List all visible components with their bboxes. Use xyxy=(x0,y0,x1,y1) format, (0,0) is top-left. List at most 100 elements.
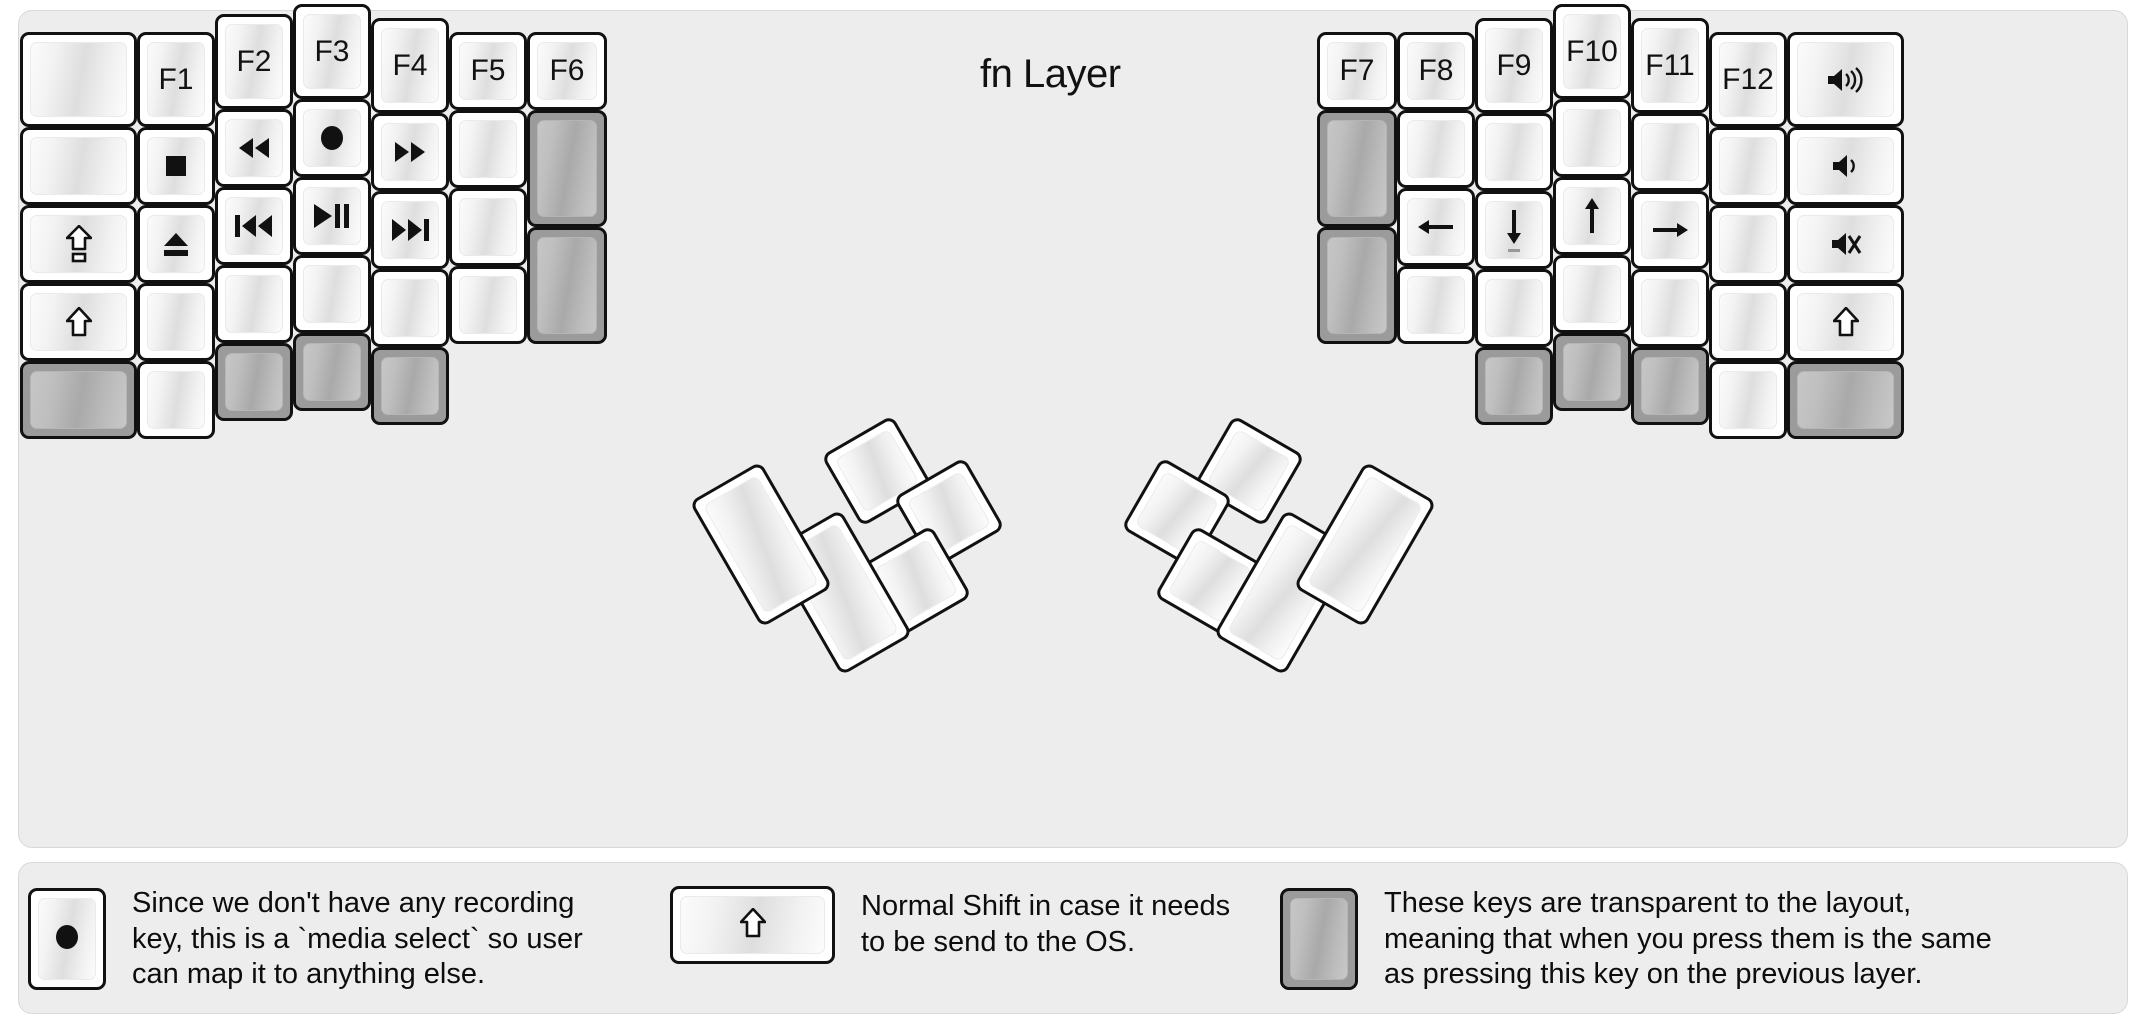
keycap-surface xyxy=(225,197,283,255)
right-col-ring-key-2[interactable] xyxy=(1631,113,1709,191)
keycap-surface xyxy=(1719,42,1777,117)
left-col-pinky-key-3[interactable] xyxy=(137,205,215,283)
legend-note-1-sample-key xyxy=(28,888,106,991)
right-col-pinky-outer-key-2[interactable] xyxy=(1787,127,1904,205)
keycap-surface xyxy=(1563,343,1621,401)
right-col-middle-key-3[interactable] xyxy=(1553,177,1631,255)
right-col-index-key-2[interactable] xyxy=(1475,113,1553,191)
left-col-index-key-5[interactable] xyxy=(371,347,449,425)
left-col-index-key-1[interactable]: F4 xyxy=(371,18,449,113)
keycap-surface xyxy=(1485,201,1543,259)
left-col-middle-key-5[interactable] xyxy=(293,333,371,411)
right-col-ring-key-3[interactable] xyxy=(1631,191,1709,269)
right-col-middle-key-5[interactable] xyxy=(1553,333,1631,411)
keycap-surface xyxy=(459,42,517,100)
left-col-inner-extra-key-3[interactable] xyxy=(527,227,607,344)
right-col-pinky-key-4[interactable] xyxy=(1709,283,1787,361)
left-col-pinky-key-1[interactable]: F1 xyxy=(137,32,215,127)
left-col-pinky-outer-key-1[interactable] xyxy=(20,32,137,127)
right-col-index-key-5[interactable] xyxy=(1475,347,1553,425)
keycap-surface xyxy=(1407,198,1465,256)
keycap-surface xyxy=(459,120,517,178)
right-col-inner-key-2[interactable] xyxy=(1397,110,1475,188)
left-col-inner-key-1[interactable]: F5 xyxy=(449,32,527,110)
left-col-ring-key-1[interactable]: F2 xyxy=(215,14,293,109)
keycap-surface xyxy=(1485,28,1543,103)
keycap-surface xyxy=(1641,201,1699,259)
keycap-surface xyxy=(147,371,205,429)
keycap-surface xyxy=(1290,898,1348,981)
record-circle-icon xyxy=(53,923,81,956)
left-col-pinky-outer-key-2[interactable] xyxy=(20,127,137,205)
right-col-middle-key-4[interactable] xyxy=(1553,255,1631,333)
keycap-surface xyxy=(30,42,127,117)
right-col-middle-key-1[interactable]: F10 xyxy=(1553,4,1631,99)
right-col-pinky-outer-key-3[interactable] xyxy=(1787,205,1904,283)
left-col-pinky-key-5[interactable] xyxy=(137,361,215,439)
keycap-surface xyxy=(1719,371,1777,429)
right-col-pinky-outer-key-4[interactable] xyxy=(1787,283,1904,361)
right-col-index-key-3[interactable] xyxy=(1475,191,1553,269)
left-col-middle-key-4[interactable] xyxy=(293,255,371,333)
left-col-pinky-outer-key-3[interactable] xyxy=(20,205,137,283)
keycap-surface xyxy=(1797,42,1894,117)
keycap-surface xyxy=(537,237,597,334)
right-col-pinky-outer-key-1[interactable] xyxy=(1787,32,1904,127)
left-col-middle-key-2[interactable] xyxy=(293,99,371,177)
right-col-middle-key-2[interactable] xyxy=(1553,99,1631,177)
right-col-index-key-4[interactable] xyxy=(1475,269,1553,347)
left-col-inner-key-2[interactable] xyxy=(449,110,527,188)
keycap-surface xyxy=(1563,109,1621,167)
left-col-ring-key-3[interactable] xyxy=(215,187,293,265)
left-col-pinky-key-4[interactable] xyxy=(137,283,215,361)
keycap-surface xyxy=(1563,265,1621,323)
right-col-index-key-1[interactable]: F9 xyxy=(1475,18,1553,113)
right-col-ring-key-5[interactable] xyxy=(1631,347,1709,425)
keycap-surface xyxy=(147,137,205,195)
keycap-surface xyxy=(1563,187,1621,245)
right-col-inner-key-4[interactable] xyxy=(1397,266,1475,344)
keycap-surface xyxy=(381,357,439,415)
legend-note-1: Since we don't have any recording key, t… xyxy=(28,886,583,993)
left-col-ring-key-5[interactable] xyxy=(215,343,293,421)
left-col-ring-key-4[interactable] xyxy=(215,265,293,343)
right-col-inner-extra-key-3[interactable] xyxy=(1317,227,1397,344)
right-col-inner-extra-key-2[interactable] xyxy=(1317,110,1397,227)
keycap-surface xyxy=(1641,28,1699,103)
right-col-inner-key-1[interactable]: F8 xyxy=(1397,32,1475,110)
right-col-ring-key-1[interactable]: F11 xyxy=(1631,18,1709,113)
left-col-inner-extra-key-2[interactable] xyxy=(527,110,607,227)
left-col-inner-extra-key-1[interactable]: F6 xyxy=(527,32,607,110)
left-col-index-key-3[interactable] xyxy=(371,191,449,269)
legend-note-2-text: Normal Shift in case it needs to be send… xyxy=(861,890,1231,958)
left-col-inner-key-4[interactable] xyxy=(449,266,527,344)
right-col-pinky-key-1[interactable]: F12 xyxy=(1709,32,1787,127)
left-col-index-key-4[interactable] xyxy=(371,269,449,347)
keycap-surface xyxy=(30,293,127,351)
legend-note-3-sample-key xyxy=(1280,888,1358,991)
right-col-pinky-key-3[interactable] xyxy=(1709,205,1787,283)
keycap-surface xyxy=(537,120,597,217)
keycap-surface xyxy=(1563,14,1621,89)
left-col-pinky-outer-key-4[interactable] xyxy=(20,283,137,361)
keycap-surface xyxy=(1407,276,1465,334)
right-col-inner-key-3[interactable] xyxy=(1397,188,1475,266)
right-col-pinky-key-2[interactable] xyxy=(1709,127,1787,205)
left-col-index-key-2[interactable] xyxy=(371,113,449,191)
right-col-ring-key-4[interactable] xyxy=(1631,269,1709,347)
right-col-pinky-key-5[interactable] xyxy=(1709,361,1787,439)
left-col-middle-key-3[interactable] xyxy=(293,177,371,255)
keycap-surface xyxy=(1641,279,1699,337)
keycap-surface xyxy=(225,119,283,177)
right-col-inner-extra-key-1[interactable]: F7 xyxy=(1317,32,1397,110)
left-col-inner-key-3[interactable] xyxy=(449,188,527,266)
right-col-pinky-outer-key-5[interactable] xyxy=(1787,361,1904,439)
keycap-surface xyxy=(303,187,361,245)
keycap-surface xyxy=(381,201,439,259)
left-col-pinky-key-2[interactable] xyxy=(137,127,215,205)
keycap-surface xyxy=(537,42,597,100)
left-col-middle-key-1[interactable]: F3 xyxy=(293,4,371,99)
left-col-ring-key-2[interactable] xyxy=(215,109,293,187)
left-col-pinky-outer-key-5[interactable] xyxy=(20,361,137,439)
